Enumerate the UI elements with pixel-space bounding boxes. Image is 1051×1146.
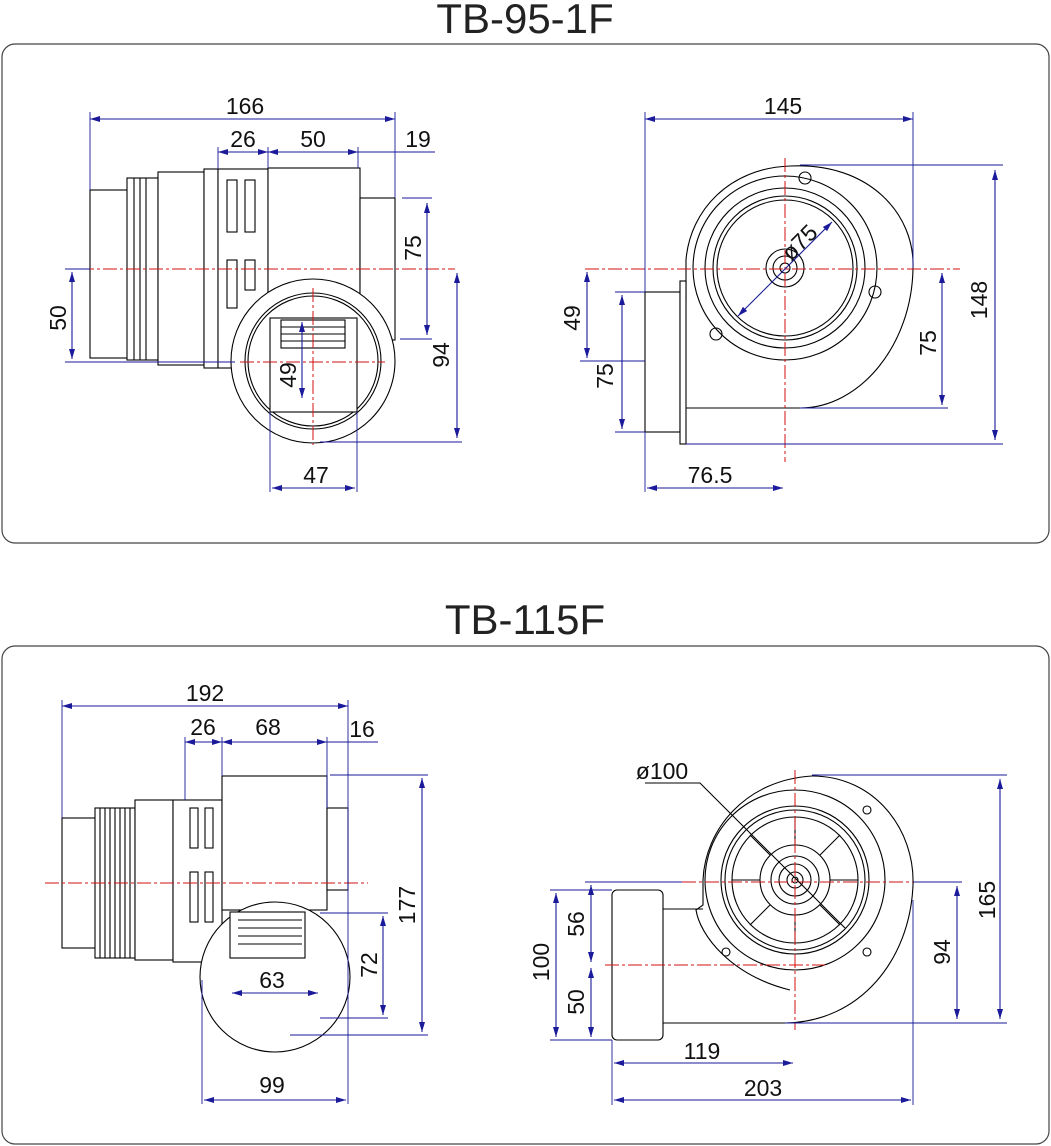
dim-total-height: 94 [428, 342, 454, 368]
dim-overall-length: 166 [226, 93, 264, 119]
dim-outlet-height: 75 [400, 235, 426, 261]
front-view-tb-95 [585, 158, 960, 462]
drawing-panel [1, 645, 1050, 1145]
dim-upper-offset: 56 [563, 911, 589, 937]
dim-lower-offset: 50 [563, 989, 589, 1015]
dim-inlet-height: 72 [356, 952, 382, 978]
dim-outlet-offset: 49 [559, 305, 585, 331]
dim-motor-length: 26 [230, 126, 256, 152]
dim-motor-offset: 50 [45, 305, 71, 331]
dim-center-to-outlet: 119 [684, 1038, 721, 1064]
side-view-tb-115 [45, 775, 368, 1053]
dim-outlet-length: 16 [349, 716, 375, 742]
dim-inlet-diameter: ø100 [636, 758, 688, 784]
dim-inlet-width: 47 [303, 462, 329, 488]
dim-inlet-width: 63 [259, 967, 285, 993]
side-view-dimensions: 166 26 50 19 50 75 94 49 47 [45, 93, 462, 492]
dim-center-to-outlet: 76.5 [688, 462, 733, 488]
dim-outlet-length: 19 [405, 126, 431, 152]
dim-total-height: 177 [394, 886, 420, 924]
dim-overall-length: 192 [186, 680, 224, 706]
dim-housing-length: 68 [255, 714, 281, 740]
diameter-leader-line [645, 782, 846, 929]
front-view-dimensions: 145 148 75 49 75 76.5 ø75 [559, 93, 1003, 492]
front-view-dimensions: ø100 165 94 56 50 100 119 203 [528, 758, 1007, 1105]
model-title: TB-115F [445, 596, 605, 643]
side-view-tb-95 [80, 167, 455, 445]
dim-outlet-height: 75 [592, 363, 618, 389]
dim-lower-height: 75 [915, 330, 941, 356]
dim-housing-length: 50 [300, 126, 326, 152]
dim-motor-length: 26 [190, 714, 216, 740]
dim-outlet-height: 100 [528, 943, 554, 981]
drawing-panel [1, 43, 1050, 544]
dim-width: 145 [764, 93, 802, 119]
dim-height: 165 [974, 881, 1000, 919]
side-view-dimensions: 192 26 68 16 63 72 177 99 [61, 680, 428, 1104]
dim-width: 203 [744, 1075, 782, 1101]
front-view-tb-115 [605, 770, 925, 1041]
dim-height: 148 [966, 281, 992, 319]
dim-inlet-diameter: ø75 [776, 219, 822, 265]
dim-lower-height: 94 [929, 939, 955, 965]
model-title: TB-95-1F [436, 0, 613, 42]
dim-housing-depth: 99 [259, 1072, 285, 1098]
dim-inlet-height: 49 [275, 362, 301, 388]
